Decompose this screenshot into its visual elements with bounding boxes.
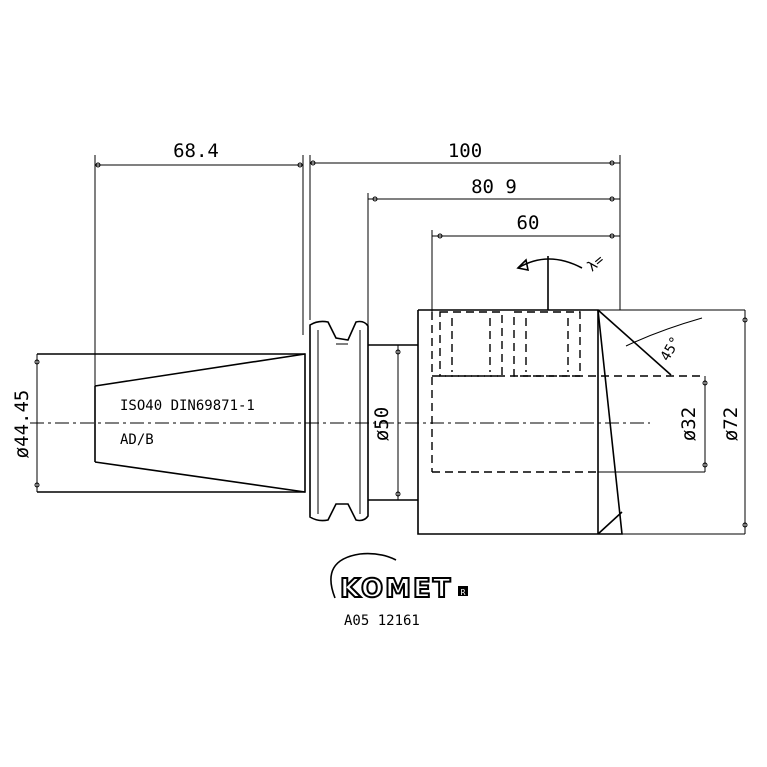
dimension-overall-length: 100 <box>309 140 621 320</box>
neck <box>368 344 418 501</box>
taper-length-label: 68.4 <box>173 140 219 162</box>
v-flange <box>309 320 369 522</box>
dimension-body-diameter: ø72 <box>720 310 748 534</box>
bore-diameter-label: ø32 <box>678 407 700 441</box>
insert-depth-label: 60 <box>517 212 540 234</box>
body-length-label: 80 9 <box>471 176 517 198</box>
insert-bore-hidden <box>431 311 705 473</box>
dimension-insert-depth: 60 <box>431 212 620 312</box>
rotation-arrow: λ= <box>516 252 607 310</box>
standard-label: ISO40 DIN69871-1 <box>120 398 255 414</box>
main-body <box>417 309 745 535</box>
dimension-taper-diameter: ø44.45 <box>11 354 40 492</box>
form-label: AD/B <box>120 432 154 448</box>
chamfer-angle: 45° <box>625 317 703 364</box>
body-diameter-label: ø72 <box>720 407 742 441</box>
overall-length-label: 100 <box>448 140 482 162</box>
taper-diameter-label: ø44.45 <box>11 390 33 459</box>
part-number: A05 12161 <box>344 613 420 629</box>
dimension-body-length: 80 9 <box>367 176 620 345</box>
neck-diameter-label: ø50 <box>371 407 393 441</box>
rotation-note: λ= <box>584 252 607 275</box>
dimension-taper-length: 68.4 <box>94 140 304 388</box>
dimension-bore-diameter: ø32 <box>598 376 708 473</box>
chamfer-angle-label: 45° <box>658 334 685 364</box>
registered-mark <box>458 586 468 596</box>
komet-logo: KOMET R <box>330 552 468 605</box>
logo-brand: KOMET <box>340 574 452 604</box>
logo-mark: R <box>461 588 466 597</box>
